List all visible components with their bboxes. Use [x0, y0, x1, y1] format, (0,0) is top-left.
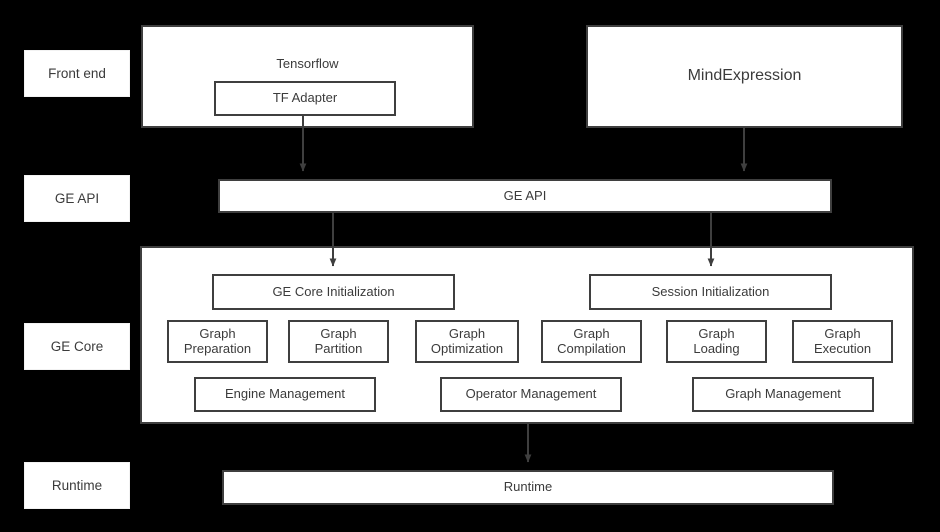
- ge-api-bar-label: GE API: [503, 187, 547, 203]
- mindexpression-title: MindExpression: [687, 67, 802, 85]
- tf-adapter-label: TF Adapter: [272, 90, 338, 106]
- runtime-bar[interactable]: Runtime: [222, 470, 834, 505]
- graph-partition-label: Graph Partition: [314, 325, 363, 356]
- layer-label-ge-api: GE API: [24, 175, 130, 222]
- layer-label-front-end-text: Front end: [48, 65, 106, 81]
- graph-execution-box[interactable]: Graph Execution: [792, 320, 893, 363]
- graph-management-label: Graph Management: [725, 386, 841, 402]
- ge-core-initialization-box[interactable]: GE Core Initialization: [212, 274, 455, 310]
- tensorflow-title: Tensorflow: [276, 56, 339, 71]
- graph-execution-label: Graph Execution: [813, 325, 872, 356]
- layer-label-front-end: Front end: [24, 50, 130, 97]
- layer-label-ge-core: GE Core: [24, 323, 130, 370]
- mindexpression-container: MindExpression: [586, 25, 903, 128]
- session-initialization-box[interactable]: Session Initialization: [589, 274, 832, 310]
- layer-label-runtime: Runtime: [24, 462, 130, 509]
- layer-label-runtime-text: Runtime: [51, 477, 103, 493]
- layer-label-ge-api-text: GE API: [54, 190, 100, 206]
- graph-partition-box[interactable]: Graph Partition: [288, 320, 389, 363]
- engine-management-label: Engine Management: [225, 386, 345, 402]
- operator-management-label: Operator Management: [465, 386, 597, 402]
- engine-management-box[interactable]: Engine Management: [194, 377, 376, 412]
- tf-adapter-box[interactable]: TF Adapter: [214, 81, 396, 116]
- ge-api-bar[interactable]: GE API: [218, 179, 832, 213]
- graph-management-box[interactable]: Graph Management: [692, 377, 874, 412]
- graph-preparation-label: Graph Preparation: [183, 325, 252, 356]
- layer-label-ge-core-text: GE Core: [50, 338, 104, 354]
- graph-loading-box[interactable]: Graph Loading: [666, 320, 767, 363]
- graph-optimization-box[interactable]: Graph Optimization: [415, 320, 519, 363]
- ge-core-initialization-label: GE Core Initialization: [272, 283, 395, 299]
- ge-core-panel: GE Core Initialization Session Initializ…: [140, 246, 914, 424]
- graph-compilation-label: Graph Compilation: [557, 325, 626, 356]
- graph-optimization-label: Graph Optimization: [430, 325, 504, 356]
- tensorflow-container: Tensorflow TF Adapter: [141, 25, 474, 128]
- session-initialization-label: Session Initialization: [651, 283, 770, 299]
- operator-management-box[interactable]: Operator Management: [440, 377, 622, 412]
- graph-compilation-box[interactable]: Graph Compilation: [541, 320, 642, 363]
- graph-loading-label: Graph Loading: [693, 325, 740, 356]
- graph-preparation-box[interactable]: Graph Preparation: [167, 320, 268, 363]
- runtime-bar-label: Runtime: [503, 479, 553, 495]
